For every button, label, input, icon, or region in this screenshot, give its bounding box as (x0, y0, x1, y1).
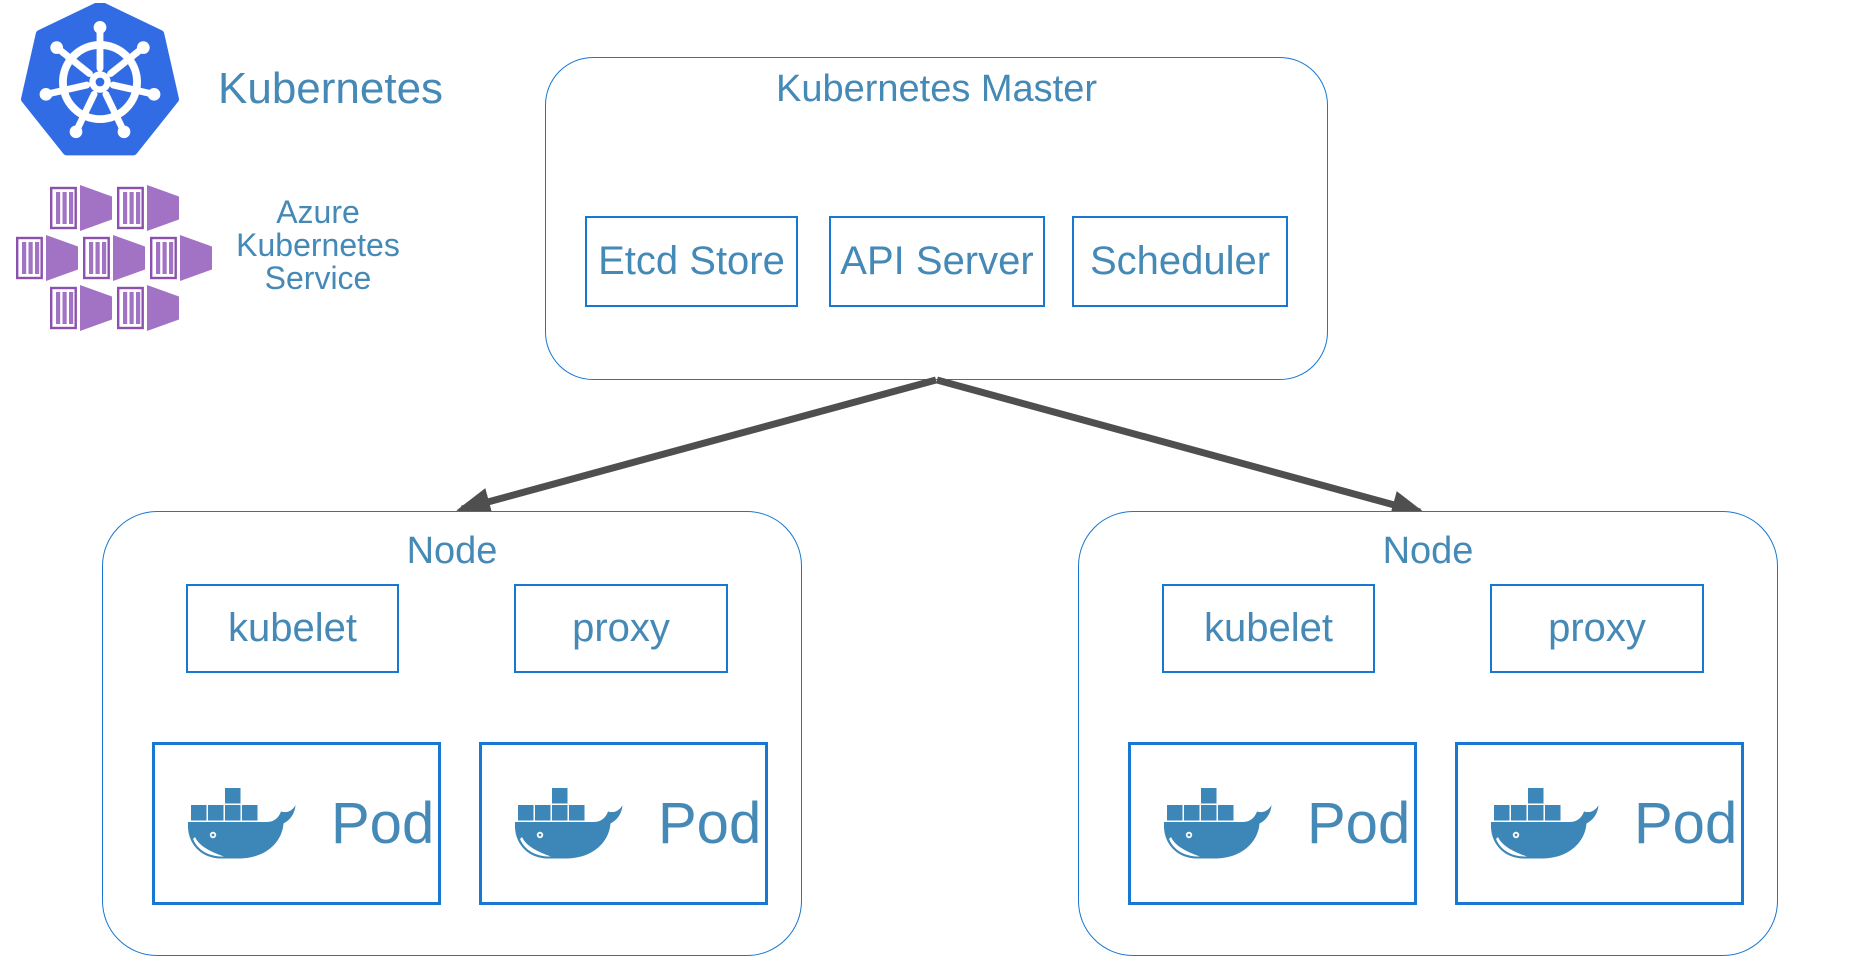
azure-kubernetes-service-icon (16, 185, 212, 331)
docker-whale-icon (506, 782, 628, 866)
pod-label: Pod (331, 791, 435, 856)
kubernetes-master-title: Kubernetes Master (775, 68, 1098, 110)
node-title: Node (406, 530, 498, 572)
pod-box: Pod (152, 742, 441, 905)
pod-box: Pod (479, 742, 768, 905)
proxy-box: proxy (1490, 584, 1704, 673)
azure-kubernetes-service-label: Azure Kubernetes Service (230, 196, 406, 295)
pod-label: Pod (1634, 791, 1738, 856)
kubernetes-logo-icon (20, 3, 180, 156)
kubelet-box: kubelet (1162, 584, 1375, 673)
aks-label-line: Kubernetes (236, 227, 400, 263)
kubernetes-logo-label: Kubernetes (218, 64, 444, 113)
pod-label: Pod (1307, 791, 1411, 856)
docker-whale-icon (1155, 782, 1277, 866)
node-title: Node (1382, 530, 1474, 572)
api-server-box: API Server (829, 216, 1045, 307)
node-box-left: Node kubelet proxy Pod Pod (102, 511, 802, 956)
etcd-store-box: Etcd Store (585, 216, 798, 307)
pod-box: Pod (1455, 742, 1744, 905)
kubernetes-master-box: Kubernetes Master Etcd Store API Server … (545, 57, 1328, 380)
docker-whale-icon (1482, 782, 1604, 866)
scheduler-box: Scheduler (1072, 216, 1288, 307)
kubelet-box: kubelet (186, 584, 399, 673)
proxy-box: proxy (514, 584, 728, 673)
pod-label: Pod (658, 791, 762, 856)
aks-label-line: Service (264, 260, 372, 296)
aks-label-line: Azure (276, 194, 360, 230)
pod-box: Pod (1128, 742, 1417, 905)
docker-whale-icon (179, 782, 301, 866)
node-box-right: Node kubelet proxy Pod Pod (1078, 511, 1778, 956)
